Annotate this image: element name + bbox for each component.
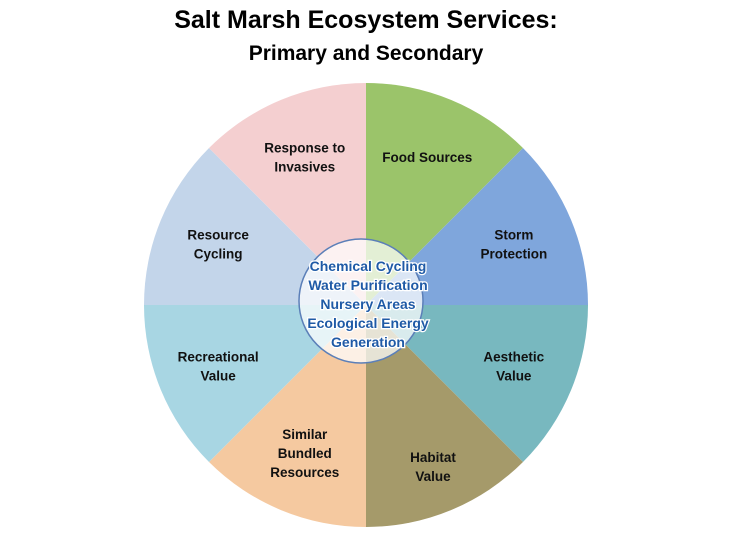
slice-label-line: Habitat xyxy=(410,450,456,465)
center-circle xyxy=(298,238,424,364)
slice-label: Response to Invasives xyxy=(264,141,345,175)
primary-service-line: Generation xyxy=(331,334,405,350)
slice-label-line: Similar xyxy=(282,427,328,442)
diagram-subtitle: Primary and Secondary xyxy=(248,42,484,65)
slice-label-line: Invasives xyxy=(274,160,335,175)
slice-label-line: Value xyxy=(415,469,451,484)
slice-label-line: Food Sources xyxy=(382,150,472,165)
slice-label-line: Cycling xyxy=(194,246,243,261)
slice-storm-protection xyxy=(366,148,588,305)
primary-service-line: Chemical Cycling xyxy=(310,258,427,274)
slice-label-line: Recreational xyxy=(178,350,259,365)
slice-recreational-value xyxy=(144,305,366,462)
slice-habitat-value xyxy=(366,305,523,527)
slice-label-line: Protection xyxy=(480,246,547,261)
slice-label-line: Resources xyxy=(270,465,339,480)
diagram-title: Salt Marsh Ecosystem Services: xyxy=(174,6,558,34)
slice-label: Food Sources xyxy=(382,150,472,165)
slice-label-line: Response to xyxy=(264,141,345,156)
slice-label-line: Bundled xyxy=(278,446,332,461)
primary-service-line: Water Purification xyxy=(308,277,427,293)
slice-aesthetic-value xyxy=(366,305,588,462)
slice-label-line: Aesthetic xyxy=(483,350,544,365)
slice-similar-bundled-resources xyxy=(209,305,366,527)
slice-label-line: Value xyxy=(496,369,532,384)
primary-service-line: Ecological Energy xyxy=(307,315,429,331)
slice-label-line: Storm xyxy=(494,227,533,242)
primary-service-line: Nursery Areas xyxy=(320,296,415,312)
slice-food-sources xyxy=(366,83,523,305)
slice-label-line: Value xyxy=(201,369,237,384)
slice-label-line: Resource xyxy=(187,227,249,242)
